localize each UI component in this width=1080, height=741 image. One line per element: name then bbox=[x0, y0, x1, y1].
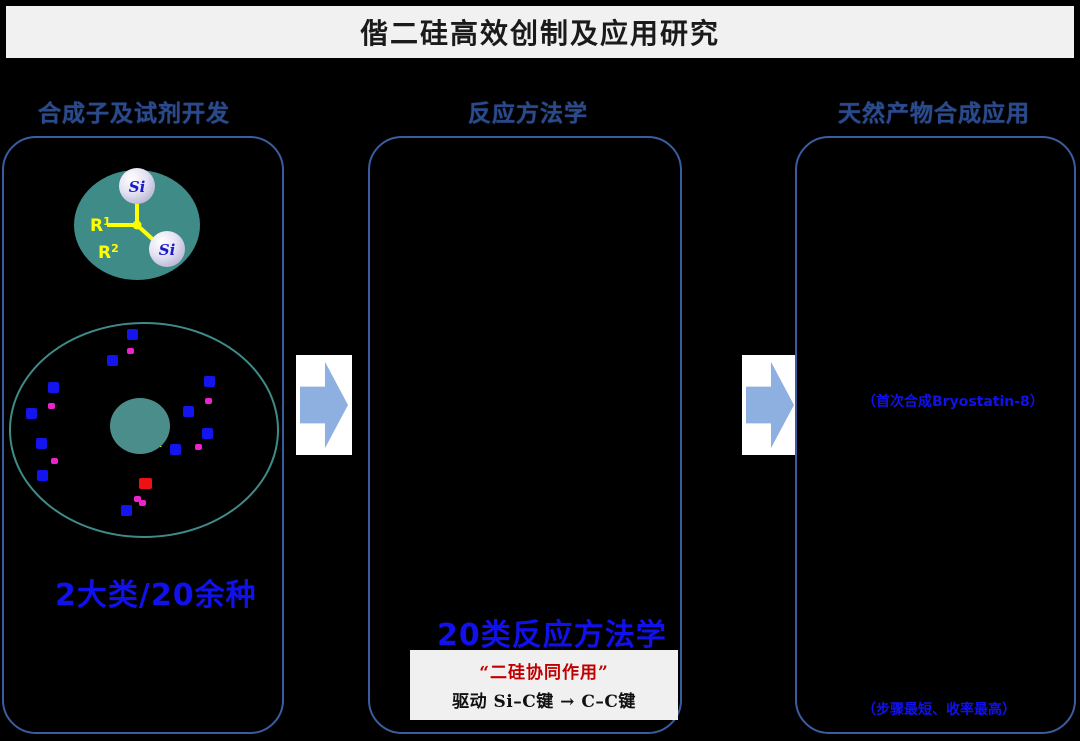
structure-marker bbox=[48, 382, 59, 393]
synergy-callout-subtitle: 驱动 Si–C键 → C–C键 bbox=[452, 692, 636, 712]
page-title: 偕二硅高效创制及应用研究 bbox=[359, 17, 720, 50]
column-header-natural-products: 天然产物合成应用 bbox=[838, 101, 1030, 127]
title-banner: 偕二硅高效创制及应用研究 bbox=[6, 6, 1074, 58]
panel-methodology-summary: 20类反应方法学 bbox=[437, 618, 667, 653]
structure-marker bbox=[202, 428, 213, 439]
molecule-circle-top bbox=[74, 170, 200, 280]
structure-marker bbox=[26, 408, 37, 419]
structure-marker bbox=[204, 376, 215, 387]
structure-marker bbox=[127, 329, 138, 340]
panel-natural-products bbox=[795, 136, 1076, 734]
panel-synthons-summary: 2大类/20余种 bbox=[55, 578, 257, 613]
structure-marker-highlight bbox=[139, 478, 152, 489]
synergy-callout-title: “二硅协同作用” bbox=[479, 663, 609, 683]
column-header-methodology: 反应方法学 bbox=[468, 101, 588, 127]
structure-marker bbox=[37, 470, 48, 481]
panel-methodology bbox=[368, 136, 682, 734]
structure-marker bbox=[127, 348, 134, 354]
structure-marker bbox=[107, 355, 118, 366]
right-arrow-icon bbox=[300, 361, 348, 449]
structure-marker bbox=[121, 505, 132, 516]
synergy-callout-box: “二硅协同作用” 驱动 Si–C键 → C–C键 bbox=[410, 650, 678, 720]
structure-marker bbox=[139, 500, 146, 506]
efficiency-note: （步骤最短、收率最高） bbox=[862, 702, 1016, 718]
column-header-synthons: 合成子及试剂开发 bbox=[38, 101, 230, 127]
flow-arrow-2 bbox=[742, 355, 798, 455]
structure-marker bbox=[195, 444, 202, 450]
structure-marker bbox=[36, 438, 47, 449]
structure-marker bbox=[183, 406, 194, 417]
structure-marker bbox=[48, 403, 55, 409]
structure-marker bbox=[51, 458, 58, 464]
right-arrow-icon bbox=[746, 361, 794, 449]
structure-marker bbox=[205, 398, 212, 404]
synthon-scope-oval bbox=[9, 322, 279, 538]
molecule-circle-inner bbox=[110, 398, 170, 454]
flow-arrow-1 bbox=[296, 355, 352, 455]
structure-marker bbox=[170, 444, 181, 455]
structure-marker bbox=[134, 496, 141, 502]
bryostatin-note: （首次合成Bryostatin-8） bbox=[862, 394, 1044, 410]
